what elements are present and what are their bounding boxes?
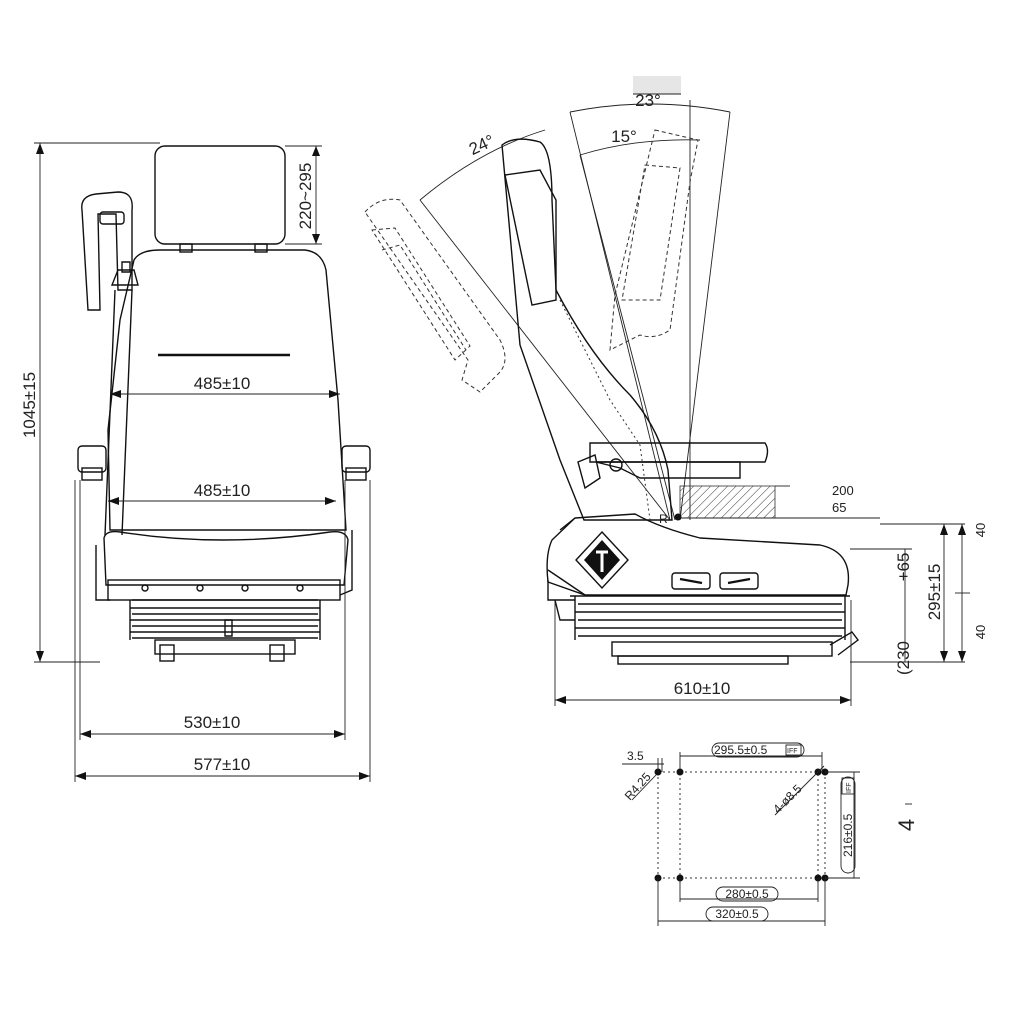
height-right-dimension: 216±0.5 IFF	[825, 771, 860, 879]
backrest-forward	[609, 129, 699, 351]
height-offset-label: +65	[894, 553, 913, 582]
width-top-label: 295.5±0.5	[714, 743, 768, 757]
view-marker-label: 4	[894, 819, 919, 831]
width-top-dimension: 295.5±0.5 IFF	[679, 742, 823, 772]
recline-15-label: 15°	[611, 127, 637, 146]
height-right-label: 216±0.5	[841, 813, 855, 857]
cushion-width-label: 485±10	[194, 481, 251, 500]
backrest-width-label: 485±10	[194, 374, 251, 393]
seat-cushion	[95, 530, 353, 601]
offset-dimension: 3.5	[622, 749, 664, 772]
seat-belt	[81, 191, 139, 536]
overall-height-label: 1045±15	[20, 372, 39, 438]
backrest-reclined-back	[364, 198, 506, 393]
width-inner-label: 280±0.5	[725, 887, 769, 901]
width-outer-label: 320±0.5	[715, 907, 759, 921]
stroke-upper-label: 40	[973, 523, 988, 537]
recline-angle-23: 23°	[569, 76, 731, 113]
height-offset-dimension: +65 (230	[850, 548, 913, 675]
recline-angle-24: 24°	[419, 129, 546, 201]
view-marker: 4	[894, 803, 919, 831]
side-seat-cushion	[546, 513, 850, 601]
suspension-height-dimension: 295±15	[850, 523, 965, 663]
recline-23-label: 23°	[635, 91, 661, 110]
stroke-dimension: 40 40	[955, 523, 988, 662]
front-view: 1045±15 220~295	[20, 142, 371, 782]
width-top-badge: IFF	[787, 748, 798, 755]
stroke-lower-label: 40	[973, 625, 988, 639]
corner-radius-label: R4.25	[622, 770, 654, 803]
base-width-inner-dimension: 530±10	[79, 480, 346, 740]
headrest-adjust-label: 220~295	[296, 163, 315, 230]
corner-radius-dimension: R4.25	[622, 770, 657, 803]
armrest-right	[341, 445, 371, 481]
base-width-outer-label: 577±10	[194, 755, 251, 774]
headrest-adjust-dimension: 220~295	[285, 145, 322, 245]
mounting-pattern: 3.5 R4.25 4-ø8.5 295.5±0.5 IFF	[622, 742, 919, 926]
headrest	[154, 145, 286, 253]
height-right-badge: IFF	[846, 783, 853, 794]
backrest-upright	[501, 138, 673, 521]
reference-point: R	[659, 512, 682, 526]
recline-24-label: 24°	[466, 131, 497, 159]
recline-angle-15: 15°	[579, 127, 701, 156]
suspension-bellows	[129, 599, 321, 662]
side-suspension	[554, 595, 859, 665]
base-width-outer-dimension: 577±10	[74, 480, 371, 782]
sliding-step-label: 65	[832, 500, 846, 515]
depth-dimension: 610±10	[554, 600, 852, 706]
side-armrest	[577, 442, 769, 490]
reference-point-label: R	[659, 512, 668, 526]
backrest-width-dimension: 485±10	[110, 374, 340, 398]
fore-aft-travel-label: 200	[832, 483, 854, 498]
suspension-height-label: 295±15	[925, 564, 944, 621]
cushion-width-dimension: 485±10	[108, 481, 336, 505]
width-outer-dimension: 320±0.5	[657, 878, 826, 926]
width-inner-dimension: 280±0.5	[679, 878, 819, 902]
offset-label: 3.5	[627, 749, 644, 763]
min-height-label: (230	[894, 641, 913, 675]
armrest-left	[77, 445, 107, 481]
brand-logo-icon	[575, 530, 629, 590]
hole-spec-label: 4-ø8.5	[770, 781, 805, 816]
depth-label: 610±10	[674, 679, 731, 698]
hole-spec-dimension: 4-ø8.5	[770, 765, 825, 816]
side-view: 23° 24° 15°	[364, 76, 988, 706]
fore-aft-block: 200 65	[679, 483, 880, 519]
overall-height-dimension: 1045±15	[20, 142, 160, 663]
base-width-inner-label: 530±10	[184, 713, 241, 732]
